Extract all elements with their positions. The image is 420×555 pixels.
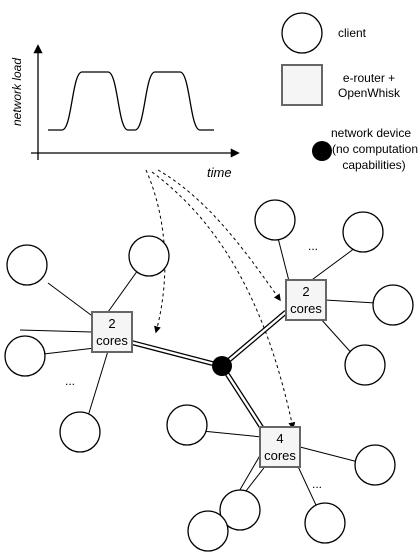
legend-device-label-line1: network device — [331, 126, 411, 140]
client-node — [59, 411, 101, 453]
client-node — [254, 199, 296, 241]
client-node — [354, 444, 396, 486]
router-right-cores-count: 2 — [302, 284, 309, 299]
client-node — [342, 211, 384, 253]
client-node — [187, 510, 229, 552]
client-node — [219, 489, 261, 531]
router-box — [285, 279, 327, 321]
legend-network-device-icon — [312, 141, 332, 161]
client-node — [4, 335, 46, 377]
deployment-arrows — [145, 169, 296, 430]
client-node — [304, 502, 346, 544]
legend-router-label-line2: OpenWhisk — [338, 86, 401, 100]
router-left-cores-label: cores — [96, 333, 128, 348]
router-bottom: 4 cores — [259, 426, 301, 468]
client-node — [128, 235, 170, 277]
network-device-node — [212, 356, 232, 376]
router-left-cores-count: 2 — [108, 316, 115, 331]
right-more-clients-ellipsis: ... — [308, 239, 318, 253]
legend: client e-router + OpenWhisk network devi… — [281, 12, 418, 172]
arrow-to-left-router — [145, 169, 166, 334]
client-node — [6, 244, 48, 286]
router-box — [259, 426, 301, 468]
legend-router-icon — [281, 64, 323, 106]
bottom-more-clients-ellipsis: ... — [312, 477, 322, 491]
router-left: 2 cores — [91, 311, 133, 353]
client-node — [166, 404, 208, 446]
legend-router-label-line1: e-router + — [343, 71, 395, 85]
clients — [4, 199, 414, 552]
router-right-cores-label: cores — [290, 301, 322, 316]
router-bottom-cores-label: cores — [264, 448, 296, 463]
load-plot-ylabel: network load — [10, 58, 24, 126]
legend-client-label: client — [338, 26, 367, 40]
backbone-links — [121, 310, 288, 430]
router-bottom-cores-count: 4 — [276, 431, 283, 446]
arrow-to-right-router — [157, 169, 281, 302]
legend-device-label-line3: capabilities) — [342, 158, 405, 172]
router-box — [91, 311, 133, 353]
load-plot-curve — [48, 71, 214, 131]
left-more-clients-ellipsis: ... — [65, 374, 75, 388]
arrow-to-bottom-router — [151, 171, 296, 430]
legend-device-label-line2: (no computation — [332, 142, 418, 156]
load-plot: network load time — [10, 44, 240, 180]
load-plot-xlabel: time — [207, 165, 232, 180]
legend-client-icon — [281, 12, 323, 54]
client-node — [344, 344, 386, 386]
router-right: 2 cores — [285, 279, 327, 321]
client-links — [19, 237, 393, 532]
client-node — [372, 284, 414, 326]
